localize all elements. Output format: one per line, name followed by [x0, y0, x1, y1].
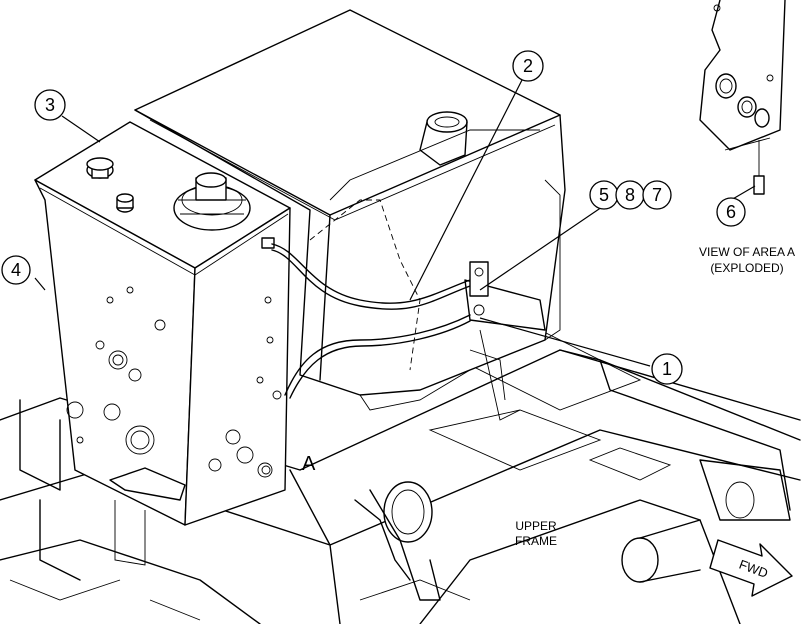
callout-1-label: 1: [662, 359, 672, 379]
callout-1: 1: [651, 353, 683, 385]
callout-3: 3: [34, 89, 66, 121]
callout-4-label: 4: [11, 260, 21, 280]
leader-lines: [34, 79, 756, 367]
view-title-line2: (EXPLODED): [710, 261, 783, 275]
main-tank: [134, 9, 566, 421]
callout-8: 8: [615, 180, 645, 210]
callout-6: 6: [716, 197, 746, 227]
upper-frame-structure: [0, 329, 801, 624]
upper-frame-label-line2: FRAME: [515, 534, 557, 548]
callout-7-label: 7: [652, 185, 662, 205]
callout-5: 5: [589, 180, 619, 210]
callout-3-label: 3: [45, 95, 55, 115]
exploded-view: [699, 0, 786, 195]
callout-2: 2: [512, 50, 544, 82]
callout-2-label: 2: [523, 56, 533, 76]
fwd-arrow: FWD: [709, 539, 793, 597]
upper-frame-label-line1: UPPER: [515, 519, 557, 533]
callout-8-label: 8: [625, 185, 635, 205]
callout-6-label: 6: [726, 202, 736, 222]
view-title-line1: VIEW OF AREA A: [699, 245, 795, 259]
callout-4: 4: [1, 255, 31, 285]
hydraulic-tank: [34, 121, 489, 566]
callout-7: 7: [642, 180, 672, 210]
callout-5-label: 5: [599, 185, 609, 205]
area-a-marker: A: [302, 453, 316, 475]
